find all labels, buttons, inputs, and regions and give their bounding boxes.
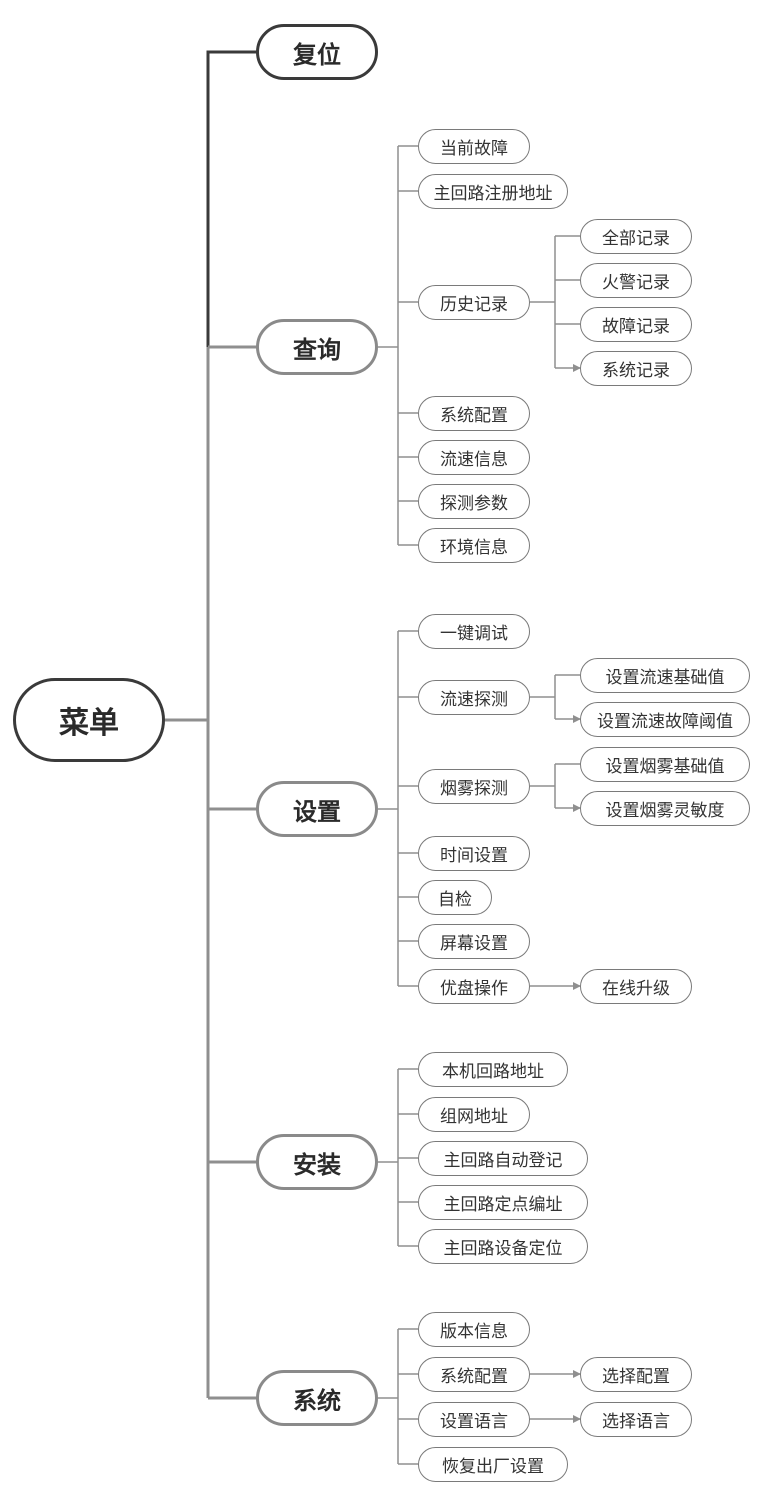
query-node: 查询: [256, 319, 378, 375]
query-item-main-loop-register-address: 主回路注册地址: [418, 174, 568, 209]
settings-item-screen-settings: 屏幕设置: [418, 924, 530, 959]
system-item-factory-reset: 恢复出厂设置: [418, 1447, 568, 1482]
flow-set-fault-threshold: 设置流速故障阈值: [580, 702, 750, 737]
settings-item-self-check: 自检: [418, 880, 492, 915]
query-item-detection-params: 探测参数: [418, 484, 530, 519]
install-item-main-loop-device-locate: 主回路设备定位: [418, 1229, 588, 1264]
query-item-environment-info: 环境信息: [418, 528, 530, 563]
install-item-main-loop-fixed-addressing: 主回路定点编址: [418, 1185, 588, 1220]
history-all-records: 全部记录: [580, 219, 692, 254]
settings-node: 设置: [256, 781, 378, 837]
settings-item-one-key-debug: 一键调试: [418, 614, 530, 649]
system-item-version-info: 版本信息: [418, 1312, 530, 1347]
system-item-set-language: 设置语言: [418, 1402, 530, 1437]
query-item-current-fault: 当前故障: [418, 129, 530, 164]
smoke-set-sensitivity: 设置烟雾灵敏度: [580, 791, 750, 826]
history-fault-records: 故障记录: [580, 307, 692, 342]
usb-online-upgrade: 在线升级: [580, 969, 692, 1004]
menu-root-node: 菜单: [13, 678, 165, 762]
settings-item-time-settings: 时间设置: [418, 836, 530, 871]
reset-node: 复位: [256, 24, 378, 80]
install-item-main-loop-auto-register: 主回路自动登记: [418, 1141, 588, 1176]
install-item-local-loop-address: 本机回路地址: [418, 1052, 568, 1087]
install-item-network-address: 组网地址: [418, 1097, 530, 1132]
query-item-flow-info: 流速信息: [418, 440, 530, 475]
install-node: 安装: [256, 1134, 378, 1190]
query-item-history: 历史记录: [418, 285, 530, 320]
query-item-system-config: 系统配置: [418, 396, 530, 431]
flow-set-base-value: 设置流速基础值: [580, 658, 750, 693]
history-fire-records: 火警记录: [580, 263, 692, 298]
smoke-set-base-value: 设置烟雾基础值: [580, 747, 750, 782]
language-select-language: 选择语言: [580, 1402, 692, 1437]
settings-item-flow-detection: 流速探测: [418, 680, 530, 715]
system-item-system-config: 系统配置: [418, 1357, 530, 1392]
history-system-records: 系统记录: [580, 351, 692, 386]
system-node: 系统: [256, 1370, 378, 1426]
settings-item-smoke-detection: 烟雾探测: [418, 769, 530, 804]
settings-item-usb-operation: 优盘操作: [418, 969, 530, 1004]
config-select-config: 选择配置: [580, 1357, 692, 1392]
